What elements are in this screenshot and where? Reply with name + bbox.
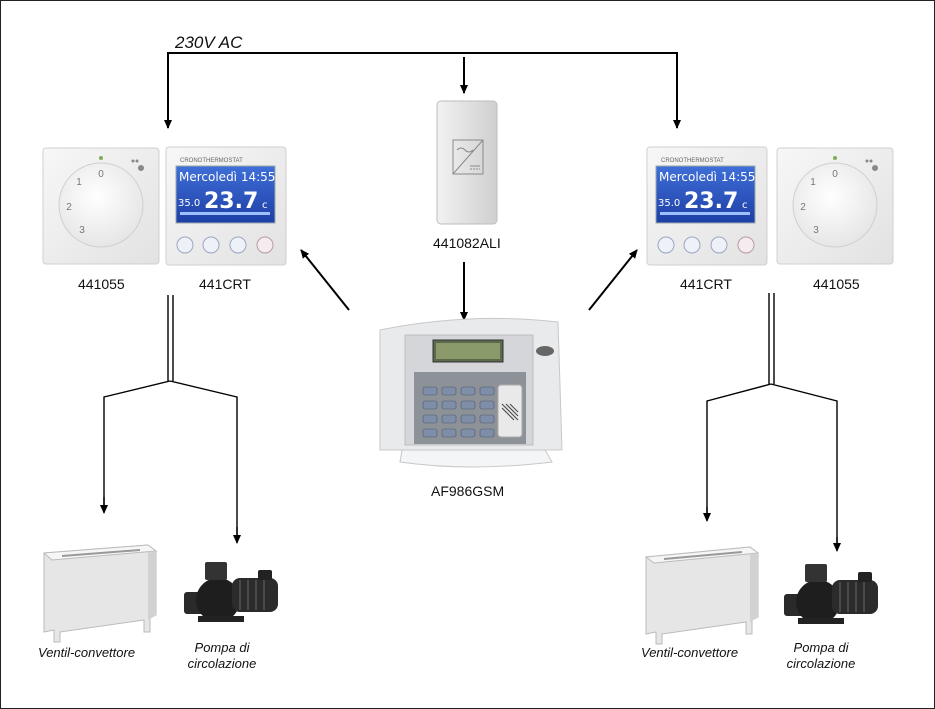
label-fan-coil-left: Ventil-convettore [38, 645, 136, 660]
right-output-wiring [706, 293, 838, 545]
lcd-small-value: 35.0 [178, 198, 200, 209]
dial-mark-3: 3 [813, 225, 819, 236]
lcd-day-time: Mercoledì 14:55 [659, 170, 755, 184]
dial-mark-3: 3 [79, 225, 85, 236]
power-bus [164, 52, 681, 129]
dial-thermostat-right: 0 1 2 3 [776, 147, 894, 265]
dial-mark-2: 2 [800, 202, 806, 213]
left-output-wiring [103, 295, 238, 540]
label-pump-right: Pompa di circolazione [779, 640, 863, 672]
fan-coil-right [644, 546, 760, 645]
thermostat-brand: CRONOTHERMOSTAT [180, 158, 243, 164]
label-thermostat-right: 441CRT [680, 276, 732, 292]
power-supply-module [436, 100, 498, 225]
label-pump-right-line1: Pompa di [793, 640, 849, 655]
label-gsm: AF986GSM [431, 483, 505, 499]
arrow-gsm-to-left-thermostat [300, 249, 350, 311]
label-pump-left: Pompa di circolazione [180, 640, 264, 672]
lcd-small-value: 35.0 [658, 198, 680, 209]
chronothermostat-right: CRONOTHERMOSTAT Mercoledì 14:55 35.0 23.… [646, 146, 768, 266]
chronothermostat-left: CRONOTHERMOSTAT Mercoledì 14:55 35.0 23.… [165, 146, 287, 266]
lcd-unit: c [742, 200, 748, 211]
dial-mark-0: 0 [832, 169, 838, 180]
label-pump-right-line2: circolazione [786, 656, 856, 671]
dial-mark-0: 0 [98, 169, 104, 180]
circulation-pump-right [784, 564, 878, 624]
dial-thermostat-left: 0 1 2 3 [42, 147, 160, 265]
thermostat-buttons [176, 236, 274, 254]
fan-icon [131, 159, 144, 171]
fan-icon [865, 159, 878, 171]
lcd-temperature: 23.7 [684, 189, 738, 214]
lcd-unit: c [262, 200, 268, 211]
arrow-gsm-to-right-thermostat [588, 249, 638, 311]
fan-coil-left [42, 544, 158, 643]
thermostat-buttons [657, 236, 755, 254]
label-dial-left: 441055 [78, 276, 125, 292]
power-label: 230V AC [175, 33, 243, 52]
gsm-keypad [422, 386, 495, 438]
dial-mark-1: 1 [810, 177, 816, 188]
lcd-day-time: Mercoledì 14:55 [179, 170, 275, 184]
gsm-communicator [379, 317, 563, 468]
dial-mark-2: 2 [66, 202, 72, 213]
label-thermostat-left: 441CRT [199, 276, 251, 292]
label-fan-coil-right: Ventil-convettore [641, 645, 739, 660]
label-power-supply: 441082ALI [433, 235, 501, 251]
lcd-temperature: 23.7 [204, 189, 258, 214]
label-pump-left-line1: Pompa di [194, 640, 250, 655]
circulation-pump-left [184, 562, 278, 622]
dial-mark-1: 1 [76, 177, 82, 188]
label-pump-left-line2: circolazione [187, 656, 257, 671]
label-dial-right: 441055 [813, 276, 860, 292]
thermostat-brand: CRONOTHERMOSTAT [661, 158, 724, 164]
